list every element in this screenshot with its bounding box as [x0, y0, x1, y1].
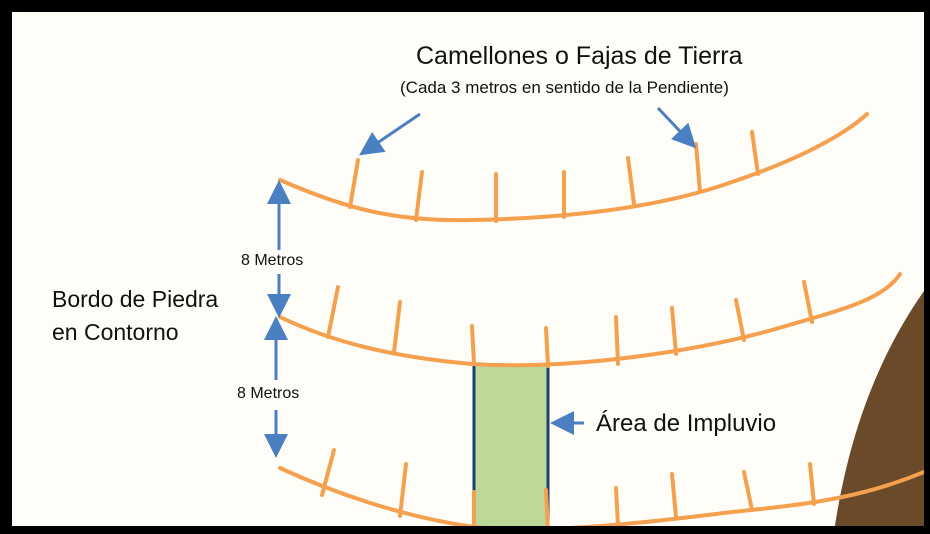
- diagram-subtitle: (Cada 3 metros en sentido de la Pendient…: [400, 78, 729, 97]
- hillside-shape: [834, 291, 924, 526]
- spacing-label-bottom: 8 Metros: [234, 385, 303, 403]
- arrow-to-ridge-right: [656, 106, 697, 149]
- stone-contour-middle: [278, 272, 902, 368]
- arrow-to-ridge-left: [359, 112, 421, 156]
- contour-drawing: [264, 106, 924, 526]
- stone-contour-bottom: [278, 448, 924, 526]
- contour-label-line2: en Contorno: [52, 319, 179, 345]
- stone-contour-top: [278, 112, 869, 223]
- diagram-title: Camellones o Fajas de Tierra: [416, 42, 743, 70]
- annotation-arrows: [264, 106, 697, 458]
- catchment-label: Área de Impluvio: [596, 410, 777, 437]
- catchment-area: [474, 364, 548, 526]
- spacing-label-top: 8 Metros: [238, 252, 307, 270]
- contour-label-line1: Bordo de Piedra: [52, 286, 219, 312]
